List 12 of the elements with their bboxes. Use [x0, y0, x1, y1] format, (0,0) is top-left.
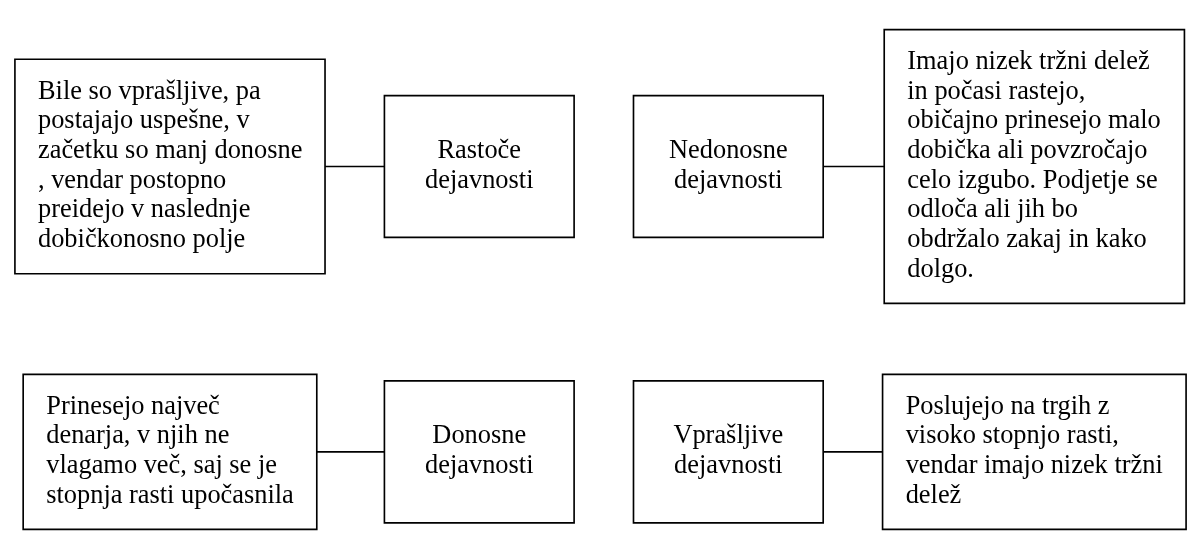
node-box: Imajo nizek tržni delež in počasi rastejo, običajno prinesejo malo dobička ali povzročajo celo izgubo. Podjetje se odloča ali jih bo obdržalo zakaj in kako dolgo. [883, 28, 1186, 304]
node-box: Prinesejo največ denarja, v njih ne vlagamo več, saj se je stopnja rasti upočasnila [22, 373, 318, 530]
node-box: Bile so vprašljive, pa postajajo uspešne, v začetku so manj donosne , vendar postopno preidejo v naslednje dobičkonosno polje [14, 57, 326, 275]
node-box: Donosne dejavnosti [383, 379, 575, 524]
connector [822, 450, 884, 453]
node-box: Poslujejo na trgih z visoko stopnjo rasti, vendar imajo nizek tržni delež [881, 373, 1187, 530]
node-box: Rastoče dejavnosti [383, 94, 575, 238]
connector [324, 165, 385, 167]
connector [822, 165, 885, 167]
node-box: Nedonosne dejavnosti [632, 94, 824, 238]
connector [316, 450, 385, 453]
node-box: Vprašljive dejavnosti [632, 379, 824, 524]
